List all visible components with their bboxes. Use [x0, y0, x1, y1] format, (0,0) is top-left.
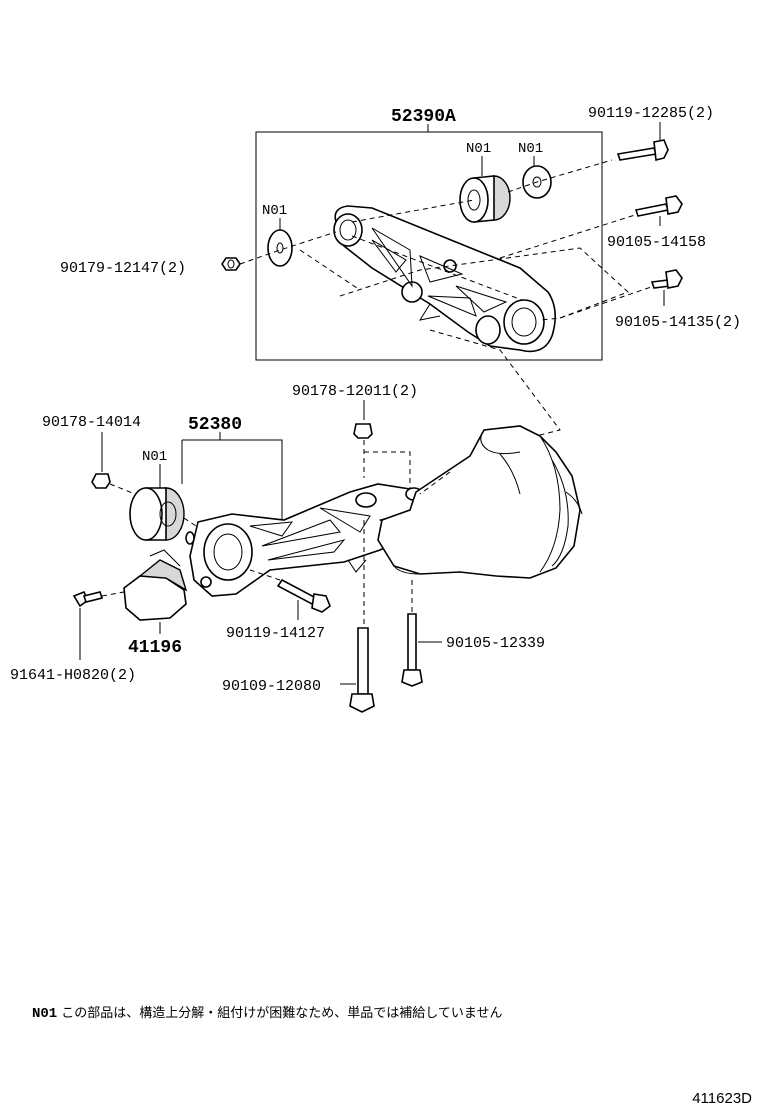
bolt-90119-14127 [276, 578, 331, 613]
label-90105-14158: 90105-14158 [607, 234, 706, 251]
label-90105-14135: 90105-14135(2) [615, 314, 741, 331]
bolt-90105-14135 [650, 269, 683, 289]
label-90178-12011: 90178-12011(2) [292, 383, 418, 400]
label-41196: 41196 [128, 638, 182, 658]
nut-90178-12011 [353, 423, 373, 439]
upper-mount-bracket [333, 205, 556, 353]
stopper-41196 [123, 549, 188, 621]
lower-mount-bracket [185, 483, 431, 597]
label-n01-washer-left: N01 [262, 203, 287, 219]
label-n01-top-right: N01 [518, 141, 543, 157]
bolt-90109-12080 [349, 627, 375, 713]
label-n01-bushing-lower: N01 [142, 449, 167, 465]
label-90179-12147: 90179-12147(2) [60, 260, 186, 277]
label-52390A: 52390A [391, 107, 456, 127]
assembly-52390A-frame [255, 131, 603, 361]
label-90119-14127: 90119-14127 [226, 625, 325, 642]
label-n01-top-left: N01 [466, 141, 491, 157]
bolt-91641-H0820 [72, 590, 104, 608]
upper-bushing [459, 175, 511, 223]
label-91641-H0820: 91641-H0820(2) [10, 667, 136, 684]
diagram-id: 411623D [692, 1090, 752, 1107]
nut-90179-12147 [221, 257, 241, 271]
differential-carrier [377, 425, 583, 579]
label-90109-12080: 90109-12080 [222, 678, 321, 695]
bolt-90119-12285 [616, 139, 669, 161]
footnote-code: N01 [32, 1006, 58, 1022]
nut-90178-14014 [91, 473, 111, 489]
label-52380: 52380 [188, 415, 242, 435]
label-90178-14014: 90178-14014 [42, 414, 141, 431]
bolt-90105-12339 [401, 613, 423, 687]
bolt-90105-14158 [634, 195, 683, 217]
label-90105-12339: 90105-12339 [446, 635, 545, 652]
upper-washer-left [267, 229, 293, 267]
lower-bushing [129, 487, 185, 541]
label-90119-12285: 90119-12285(2) [588, 105, 714, 122]
footnote-text: この部品は、構造上分解・組付けが困難なため、単品では補給していません [61, 1006, 503, 1021]
